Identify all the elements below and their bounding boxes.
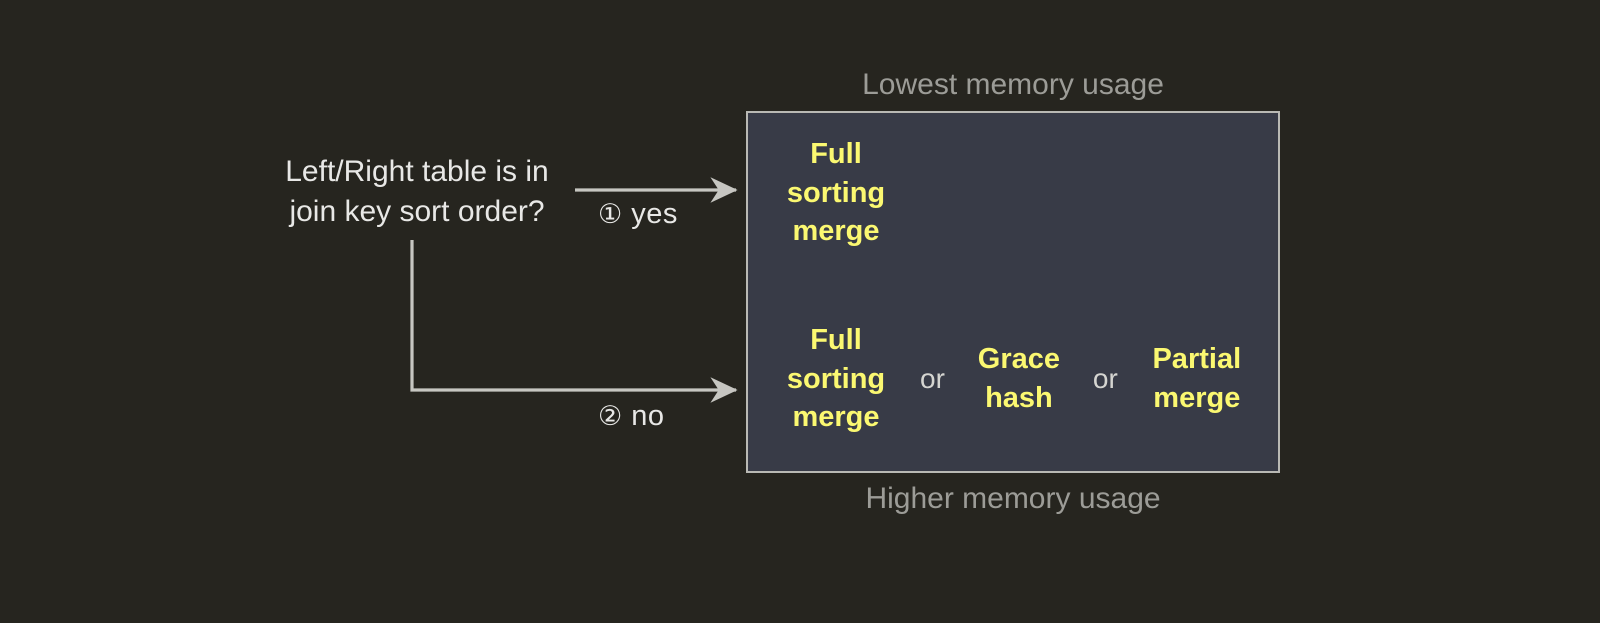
caption-lowest-memory: Lowest memory usage — [862, 68, 1164, 101]
strategy-joiner-2: or — [1092, 362, 1118, 394]
decision-question: Left/Right table is in join key sort ord… — [285, 155, 549, 228]
branch-label-no: ② no — [598, 400, 665, 433]
strategy-option-grace-hash: Grace hash — [977, 343, 1061, 414]
strategy-joiner-1: or — [920, 362, 945, 394]
strategy-row-unsorted: Full sorting merge or Grace hash or Part… — [748, 321, 1278, 437]
branch-yes-text: yes — [631, 198, 678, 230]
strategy-option-full-sorting-merge: Full sorting merge — [786, 324, 886, 434]
join-strategy-box: Full sorting merge Full sorting merge or… — [746, 111, 1280, 473]
arrow-branch-no — [410, 240, 738, 403]
strategy-row-sorted: Full sorting merge — [748, 135, 1278, 251]
strategy-option-partial-merge: Partial merge — [1152, 343, 1242, 414]
circled-number-2-icon: ② — [598, 401, 623, 432]
strategy-option-full-sorting-merge-sorted: Full sorting merge — [786, 138, 886, 248]
circled-number-1-icon: ① — [598, 199, 623, 230]
caption-higher-memory: Higher memory usage — [865, 482, 1161, 515]
branch-label-yes: ① yes — [598, 198, 678, 231]
branch-no-text: no — [631, 400, 665, 432]
